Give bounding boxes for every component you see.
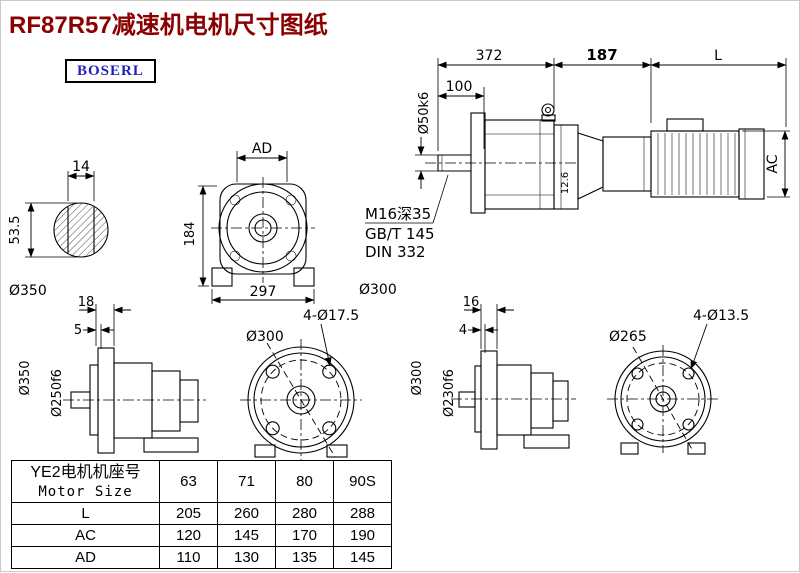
dim-spigot-depth: 4 <box>459 323 467 338</box>
cell: 205 <box>159 502 218 525</box>
motor-size-table: YE2电机机座号 Motor Size 63 71 80 90S L 205 2… <box>11 460 392 569</box>
dim-housing-height: 184 <box>183 222 198 247</box>
table-row: AC 120 145 170 190 <box>11 524 392 547</box>
motor-size-label-cn: YE2电机机座号 <box>30 463 141 481</box>
dim-key-width: 14 <box>72 159 90 175</box>
cell: 120 <box>159 524 218 547</box>
dim-motor-length: L <box>714 48 722 64</box>
dim-spigot-depth: 5 <box>74 323 82 338</box>
cell: 280 <box>275 502 334 525</box>
dim-flange-thickness: 18 <box>78 295 95 310</box>
table-header-motor-size: YE2电机机座号 Motor Size <box>11 460 160 503</box>
table-row: AD 110 130 135 145 <box>11 546 392 569</box>
dim-flange-outer-dia: Ø300 <box>410 360 425 395</box>
note-standard-din: DIN 332 <box>365 243 426 261</box>
dim-section-height: 53.5 <box>8 216 23 245</box>
brand-logo: BOSERL <box>65 59 156 83</box>
dim-bolt-holes: 4-Ø17.5 <box>303 308 359 324</box>
flange-side-view-left: 18 5 Ø350 Ø250f6 <box>18 295 206 454</box>
dim-flange-dia-300: Ø300 <box>359 282 397 298</box>
dim-bolt-holes: 4-Ø13.5 <box>693 308 749 324</box>
cell: 190 <box>333 524 392 547</box>
cell: 288 <box>333 502 392 525</box>
note-standard-gb: GB/T 145 <box>365 225 435 243</box>
dim-flange-thickness: 16 <box>463 295 480 310</box>
cell: 110 <box>159 546 218 569</box>
dim-spigot-dia: Ø250f6 <box>50 369 65 417</box>
front-view-drawing: AD 184 297 Ø300 <box>183 141 397 304</box>
dim-AD: AD <box>252 141 272 157</box>
row-label: L <box>11 502 160 525</box>
row-label: AD <box>11 546 160 569</box>
dim-flange-dia-350: Ø350 <box>9 283 47 299</box>
shaft-section-drawing: 14 53.5 Ø350 <box>8 159 109 299</box>
cell: 260 <box>217 502 276 525</box>
cell: 145 <box>333 546 392 569</box>
cell: 170 <box>275 524 334 547</box>
dim-bolt-circle: Ø300 <box>246 329 284 345</box>
flange-front-view-right: 4-Ø13.5 Ø265 <box>607 308 749 455</box>
brand-logo-text: BOSERL <box>77 63 144 79</box>
cell: 130 <box>217 546 276 569</box>
table-row: L 205 260 280 288 <box>11 502 392 525</box>
dim-motor-dia: AC <box>765 154 781 173</box>
column-header: 80 <box>275 460 334 503</box>
page-title: RF87R57减速机电机尺寸图纸 <box>9 12 328 39</box>
column-header: 71 <box>217 460 276 503</box>
dim-spigot-dia: Ø230f6 <box>442 369 457 417</box>
dim-mid-length: 187 <box>586 46 617 64</box>
dim-bolt-circle: Ø265 <box>609 329 647 345</box>
flange-front-view-left: 4-Ø17.5 Ø300 <box>240 308 362 461</box>
cell: 145 <box>217 524 276 547</box>
dim-shaft-length: 100 <box>446 79 473 95</box>
dim-flange-outer-dia: Ø350 <box>18 360 33 395</box>
note-thread: M16深35 <box>365 205 431 223</box>
column-header: 90S <box>333 460 392 503</box>
dim-shaft-dia: Ø50k6 <box>417 92 432 135</box>
dim-total-length: 372 <box>476 48 503 64</box>
flange-side-view-right: 16 4 Ø300 Ø230f6 <box>410 295 576 450</box>
dim-housing-width: 297 <box>250 284 277 300</box>
dim-step: 12.6 <box>560 172 571 194</box>
row-label: AC <box>11 524 160 547</box>
cell: 135 <box>275 546 334 569</box>
side-view-drawing: 372 187 L 100 Ø50k6 <box>365 46 790 261</box>
motor-size-label-en: Motor Size <box>38 483 133 500</box>
column-header: 63 <box>159 460 218 503</box>
